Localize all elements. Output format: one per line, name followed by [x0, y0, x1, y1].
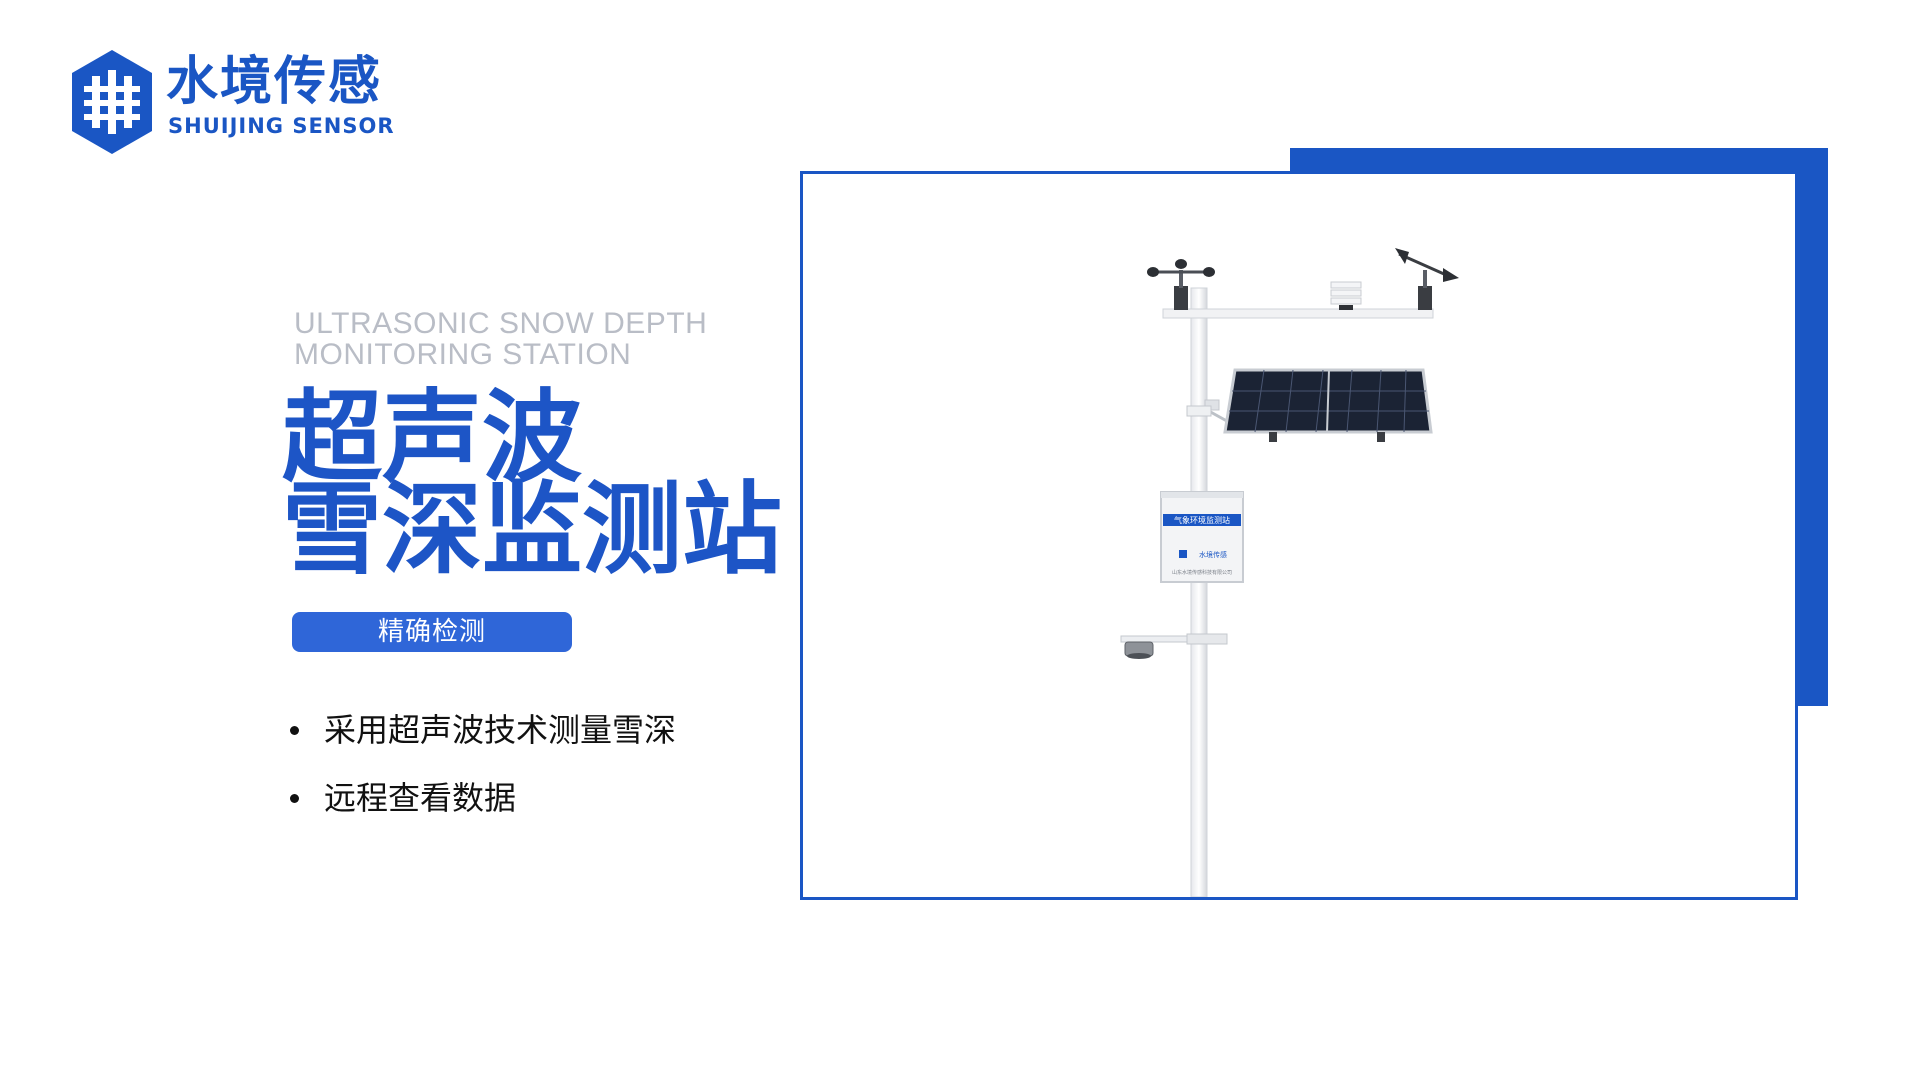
hexagon-logo-icon [72, 50, 152, 154]
product-image-frame: 气象环境监测站 水境传感 山东水境传感科技有限公司 [800, 171, 1798, 900]
english-title-line-2: MONITORING STATION [294, 338, 632, 371]
feature-list: 采用超声波技术测量雪深 远程查看数据 [290, 705, 676, 841]
chinese-title-line-1: 超声波 [282, 379, 582, 496]
enclosure-company: 山东水境传感科技有限公司 [1172, 569, 1232, 576]
control-enclosure: 气象环境监测站 水境传感 山东水境传感科技有限公司 [1160, 491, 1244, 583]
ultrasonic-sensor-icon [1120, 633, 1228, 659]
wind-vane-icon [1395, 248, 1459, 310]
feature-item: 远程查看数据 [290, 773, 676, 841]
bullet-dot-icon [290, 726, 299, 735]
feature-text: 采用超声波技术测量雪深 [324, 711, 677, 749]
english-title: ULTRASONIC SNOW DEPTH MONITORING STATION [294, 308, 707, 370]
solar-panel-icon [1204, 368, 1433, 442]
brand-name-cn: 水境传感 [166, 52, 383, 112]
chinese-title-line-2: 雪深监测站 [282, 471, 782, 588]
feature-item: 采用超声波技术测量雪深 [290, 705, 676, 773]
feature-badge: 精确检测 [292, 612, 572, 652]
chinese-title: 超声波 雪深监测站 [282, 379, 782, 588]
enclosure-label: 气象环境监测站 [1174, 515, 1230, 525]
cross-arm [1162, 308, 1434, 319]
brand-name-en: SHUIJING SENSOR [168, 114, 395, 138]
brand-logo: 水境传感 SHUIJING SENSOR [70, 48, 410, 158]
feature-text: 远程查看数据 [324, 779, 517, 817]
station-pole [1190, 287, 1208, 897]
english-title-line-1: ULTRASONIC SNOW DEPTH [294, 307, 708, 340]
temperature-shield-icon [1330, 281, 1362, 310]
weather-station-illustration: 气象环境监测站 水境传感 山东水境传感科技有限公司 [1120, 248, 1459, 897]
anemometer-icon [1147, 259, 1215, 310]
bullet-dot-icon [290, 794, 299, 803]
enclosure-brand: 水境传感 [1199, 550, 1227, 559]
